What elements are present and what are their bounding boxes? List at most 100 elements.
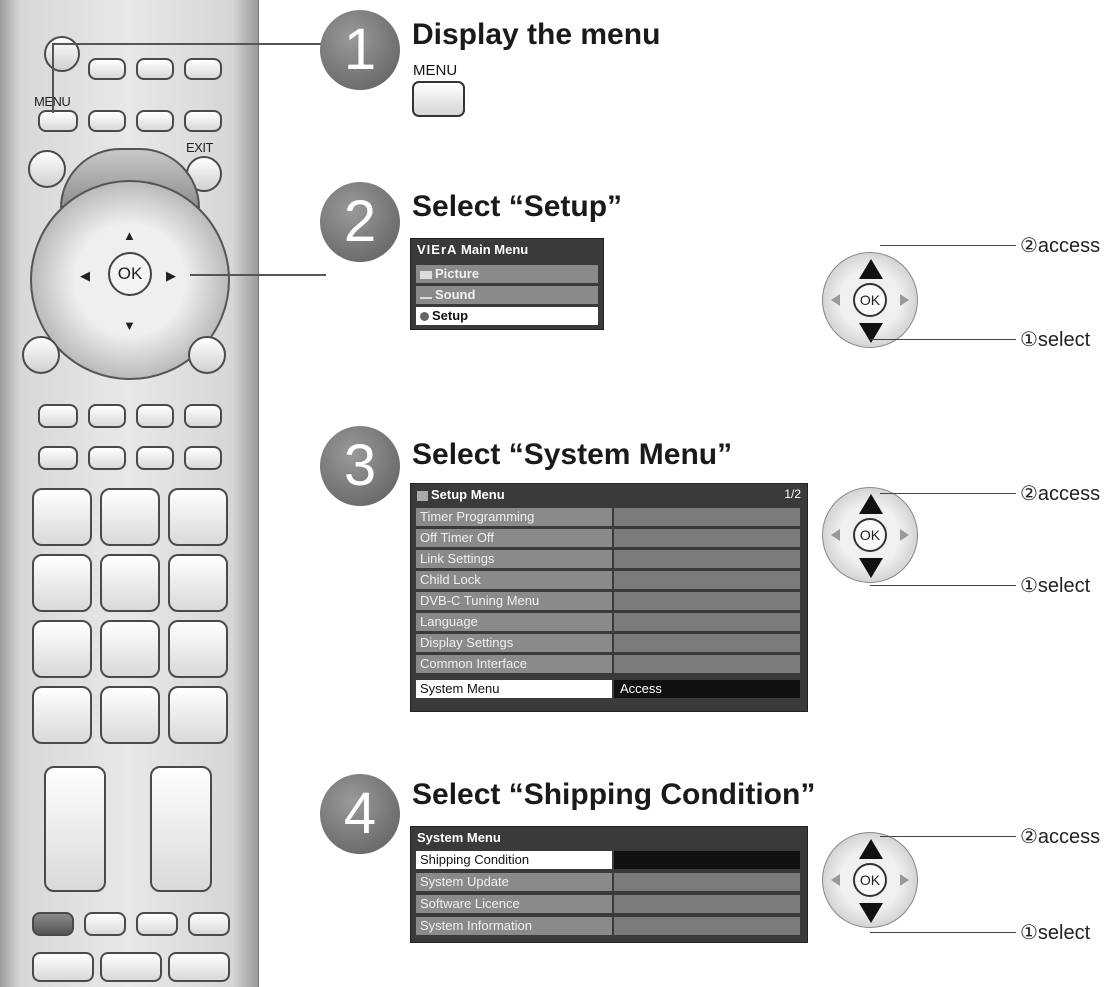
menu-item-link-settings[interactable]: Link Settings: [416, 550, 612, 568]
number-key[interactable]: [32, 686, 92, 744]
menu-item-language[interactable]: Language: [416, 613, 612, 631]
remote-key[interactable]: [184, 58, 222, 80]
remote-key[interactable]: [88, 446, 126, 470]
dpad-left-icon[interactable]: ◀: [80, 268, 90, 283]
exit-key-label: EXIT: [186, 140, 213, 155]
menu-item-value: [614, 655, 800, 673]
left-arrow-icon: [831, 294, 840, 306]
menu-item-system-information[interactable]: System Information: [416, 917, 612, 935]
ok-button[interactable]: OK: [853, 283, 887, 317]
step-2-title: Select “Setup”: [412, 190, 623, 223]
remote-key[interactable]: [184, 446, 222, 470]
remote-key[interactable]: [32, 952, 94, 982]
system-menu-header: System Menu: [417, 830, 501, 845]
number-key[interactable]: [168, 488, 228, 546]
menu-item-display-settings[interactable]: Display Settings: [416, 634, 612, 652]
remote-key[interactable]: [168, 952, 230, 982]
step-number-4: 4: [320, 774, 400, 854]
remote-key[interactable]: [136, 58, 174, 80]
connector-line-ok: [190, 274, 326, 276]
setup-icon: [417, 490, 428, 501]
remote-key[interactable]: [38, 446, 78, 470]
up-arrow-icon[interactable]: [859, 494, 883, 514]
left-arrow-icon: [831, 529, 840, 541]
number-key[interactable]: [32, 554, 92, 612]
menu-item-child-lock[interactable]: Child Lock: [416, 571, 612, 589]
menu-item-system-menu[interactable]: System Menu: [416, 680, 612, 698]
number-key[interactable]: [100, 554, 160, 612]
leader-line: [870, 585, 1016, 586]
ok-button[interactable]: OK: [108, 252, 152, 296]
remote-key[interactable]: [188, 912, 230, 936]
menu-item-value: [614, 529, 800, 547]
remote-key[interactable]: [32, 912, 74, 936]
gear-icon: [420, 312, 429, 322]
select-label: ①select: [1020, 922, 1091, 944]
number-key[interactable]: [168, 620, 228, 678]
menu-item-dvbc-tuning[interactable]: DVB-C Tuning Menu: [416, 592, 612, 610]
menu-item-value: [614, 634, 800, 652]
number-key[interactable]: [32, 620, 92, 678]
number-key[interactable]: [32, 488, 92, 546]
menu-item-sound[interactable]: Sound: [416, 286, 598, 304]
menu-item-setup[interactable]: Setup: [416, 307, 598, 325]
viera-logo: VIErA: [417, 242, 458, 257]
number-key[interactable]: [168, 686, 228, 744]
number-key[interactable]: [100, 686, 160, 744]
down-arrow-icon[interactable]: [859, 323, 883, 343]
round-key[interactable]: [188, 336, 226, 374]
leader-line: [870, 339, 1016, 340]
access-label: ②access: [1020, 483, 1101, 505]
remote-key[interactable]: [88, 404, 126, 428]
menu-item-off-timer[interactable]: Off Timer Off: [416, 529, 612, 547]
step-1-title: Display the menu: [412, 18, 661, 51]
system-menu-panel: System Menu Shipping Condition System Up…: [410, 826, 808, 943]
ok-button[interactable]: OK: [853, 518, 887, 552]
leader-line: [880, 836, 1016, 837]
menu-item-timer-programming[interactable]: Timer Programming: [416, 508, 612, 526]
menu-item-value: [614, 917, 800, 935]
channel-rocker[interactable]: [150, 766, 212, 892]
remote-key[interactable]: [88, 110, 126, 132]
step-number-1: 1: [320, 10, 400, 90]
up-arrow-icon[interactable]: [859, 259, 883, 279]
remote-key[interactable]: [136, 912, 178, 936]
down-arrow-icon[interactable]: [859, 903, 883, 923]
menu-item-value: [614, 508, 800, 526]
remote-key[interactable]: [136, 110, 174, 132]
ok-button[interactable]: OK: [853, 863, 887, 897]
menu-item-value: [614, 873, 800, 891]
remote-key[interactable]: [38, 404, 78, 428]
dpad-right-icon[interactable]: ▶: [166, 268, 176, 283]
step-3-title: Select “System Menu”: [412, 438, 733, 471]
remote-key[interactable]: [88, 58, 126, 80]
remote-key[interactable]: [184, 404, 222, 428]
dpad-down-icon[interactable]: ▼: [123, 318, 136, 333]
menu-item-software-licence[interactable]: Software Licence: [416, 895, 612, 913]
power-button[interactable]: [44, 36, 80, 72]
menu-item-common-interface[interactable]: Common Interface: [416, 655, 612, 673]
up-arrow-icon[interactable]: [859, 839, 883, 859]
number-key[interactable]: [168, 554, 228, 612]
volume-rocker[interactable]: [44, 766, 106, 892]
menu-item-shipping-condition[interactable]: Shipping Condition: [416, 851, 612, 869]
dpad-up-icon[interactable]: ▲: [123, 228, 136, 243]
main-menu-header: VIErA Main Menu: [417, 242, 528, 257]
number-key[interactable]: [100, 620, 160, 678]
remote-key[interactable]: [184, 110, 222, 132]
remote-key[interactable]: [136, 404, 174, 428]
number-key[interactable]: [100, 488, 160, 546]
remote-key[interactable]: [100, 952, 162, 982]
remote-key[interactable]: [84, 912, 126, 936]
page-indicator: 1/2: [784, 487, 801, 501]
round-key[interactable]: [28, 150, 66, 188]
menu-item-system-update[interactable]: System Update: [416, 873, 612, 891]
menu-item-picture[interactable]: Picture: [416, 265, 598, 283]
menu-item-value: [614, 592, 800, 610]
picture-icon: [420, 270, 432, 279]
remote-key[interactable]: [136, 446, 174, 470]
menu-button[interactable]: [38, 110, 78, 132]
system-menu-access-value[interactable]: Access: [614, 680, 800, 698]
round-key[interactable]: [22, 336, 60, 374]
down-arrow-icon[interactable]: [859, 558, 883, 578]
